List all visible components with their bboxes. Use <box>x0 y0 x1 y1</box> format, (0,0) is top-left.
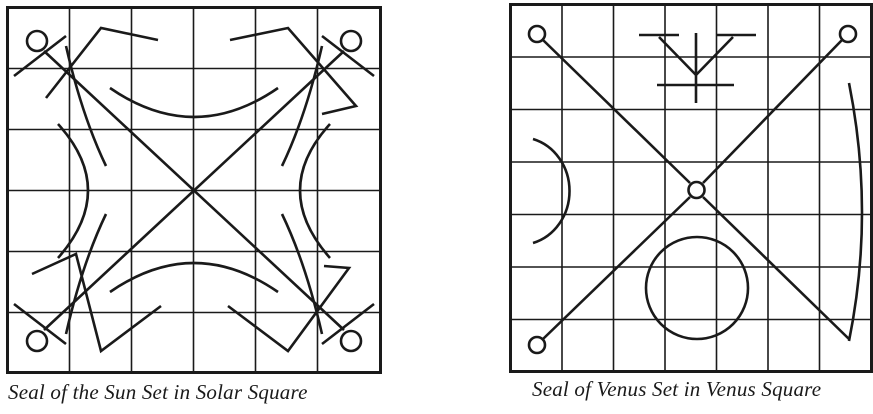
sun-corner-stroke-tr <box>322 36 374 76</box>
venus-ring-top-right <box>840 26 856 42</box>
venus-seal-figure <box>509 3 873 373</box>
sun-ring-top-right <box>341 31 361 51</box>
sun-seal-figure <box>6 6 382 374</box>
sun-ring-bottom-left <box>27 331 47 351</box>
sun-ring-top-left <box>27 31 47 51</box>
sun-corner-stroke-br <box>322 304 374 344</box>
venus-trident-arm-right <box>696 37 733 75</box>
venus-seal-sigil <box>529 26 862 353</box>
venus-diagonal-br <box>703 197 849 339</box>
venus-ring-bottom-left <box>529 337 545 353</box>
sun-zigzag-tr <box>230 28 356 114</box>
sun-ring-bottom-right <box>341 331 361 351</box>
sun-corner-stroke-tl <box>14 36 66 76</box>
venus-diagonal-bl <box>543 197 690 339</box>
sun-corner-stroke-bl <box>14 304 66 344</box>
venus-seal-caption: Seal of Venus Set in Venus Square <box>532 377 821 402</box>
sun-sweep-br <box>282 214 322 334</box>
venus-left-crescent <box>533 139 570 243</box>
venus-bottom-circle <box>646 237 748 339</box>
venus-seal-drawing <box>509 3 873 373</box>
venus-right-arc <box>849 83 862 341</box>
venus-center-ring <box>689 182 705 198</box>
sun-seal-caption: Seal of the Sun Set in Solar Square <box>8 380 308 405</box>
sun-zigzag-bl <box>32 254 161 351</box>
sun-sweep-bl <box>66 214 106 334</box>
sun-sweep-tr <box>282 46 322 166</box>
sun-seal-drawing <box>6 6 382 374</box>
venus-ring-top-left <box>529 26 545 42</box>
